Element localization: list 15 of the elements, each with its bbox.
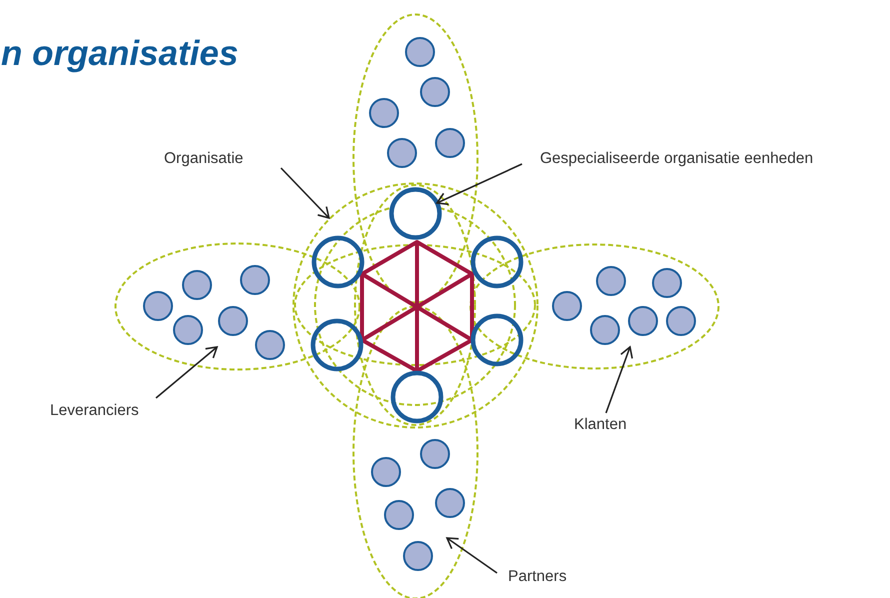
callout-label: Gespecialiseerde organisatie eenheden: [540, 150, 814, 169]
callout-label: Organisatie: [164, 150, 244, 169]
leader-arrow: [280, 167, 330, 219]
dashed-ellipse: [114, 242, 360, 370]
leader-arrow: [155, 346, 218, 399]
dashed-ellipse: [352, 12, 478, 304]
leader-arrow: [436, 163, 522, 206]
callout-label: Klanten: [574, 416, 627, 435]
leader-arrow: [605, 346, 634, 414]
dashed-ellipse: [468, 242, 720, 370]
title: n organisaties: [1, 36, 238, 71]
callout-label: Leveranciers: [50, 402, 139, 421]
callout-label: Partners: [508, 568, 567, 587]
unit-circle: [388, 186, 442, 240]
leader-arrow: [446, 537, 498, 574]
